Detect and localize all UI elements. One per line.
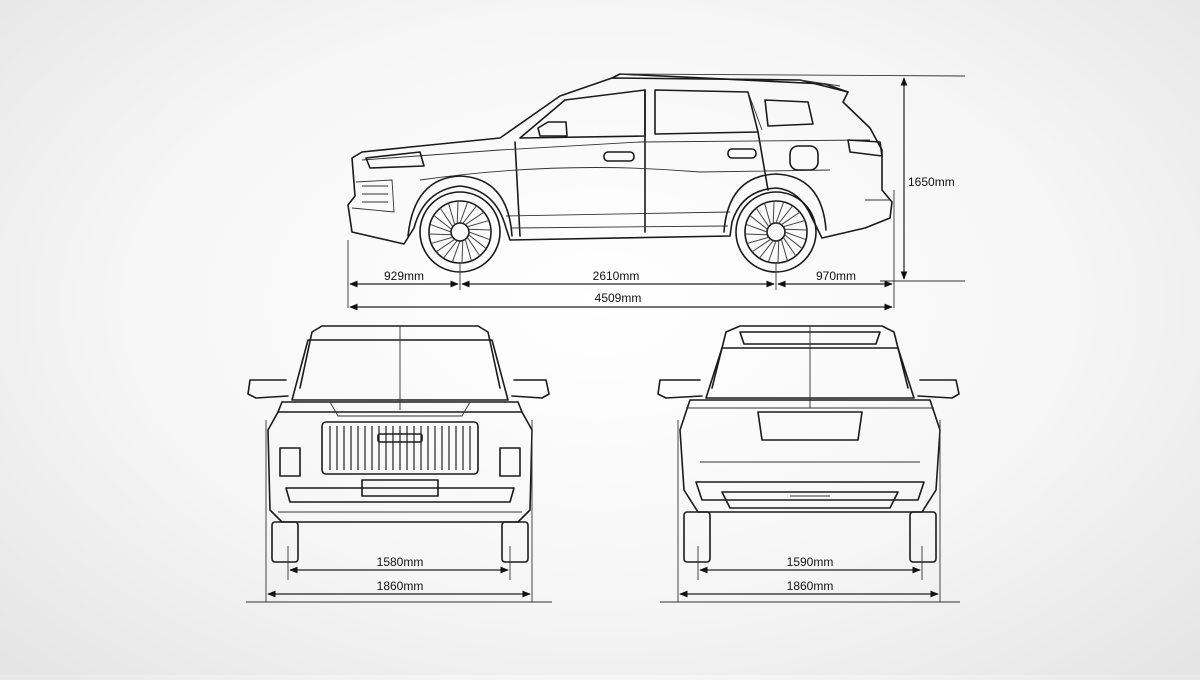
front-right-mirror [511,379,550,399]
rear-wheel [735,191,817,273]
rear-dimensions: 1590mm 1860mm [660,420,960,603]
front-view [247,325,550,563]
side-dimensions: 929mm 2610mm 970mm 4509mm 1650mm [347,73,966,311]
rear-track-label: 1590mm [787,555,834,569]
front-windshield [291,339,509,401]
rear-spoiler [739,331,881,345]
headlight [365,151,425,169]
front-dimensions: 1580mm 1860mm [246,420,552,603]
grille-bars [329,426,471,470]
side-mirror [537,121,568,137]
rear-right-mirror [917,379,960,399]
quarter-window [764,99,814,127]
front-overhang-label: 929mm [384,269,424,283]
rear-window [705,347,915,399]
rear-overhang-label: 970mm [816,269,856,283]
front-width-label: 1860mm [377,579,424,593]
roof-rail [611,73,849,93]
rear-width-label: 1860mm [787,579,834,593]
wheelbase-label: 2610mm [593,269,640,283]
rear-left-mirror [657,379,703,399]
front-wheel [419,191,501,273]
front-track-label: 1580mm [377,555,424,569]
height-label: 1650mm [908,175,955,189]
tail-light [847,139,883,157]
front-right-headlamp [499,447,521,477]
rear-plate-recess [757,411,863,441]
rear-door-handle [727,148,757,159]
front-grille [321,421,479,475]
overall-length-label: 4509mm [595,291,642,305]
fuel-cap [789,145,819,171]
rear-diffuser [721,491,899,509]
side-body-outline [347,77,893,245]
front-license-plate [361,479,439,497]
rear-window [654,89,759,135]
front-door-handle [603,151,635,162]
side-view [347,73,893,273]
front-left-headlamp [279,447,301,477]
rear-view [657,325,960,563]
front-left-mirror [247,379,289,399]
